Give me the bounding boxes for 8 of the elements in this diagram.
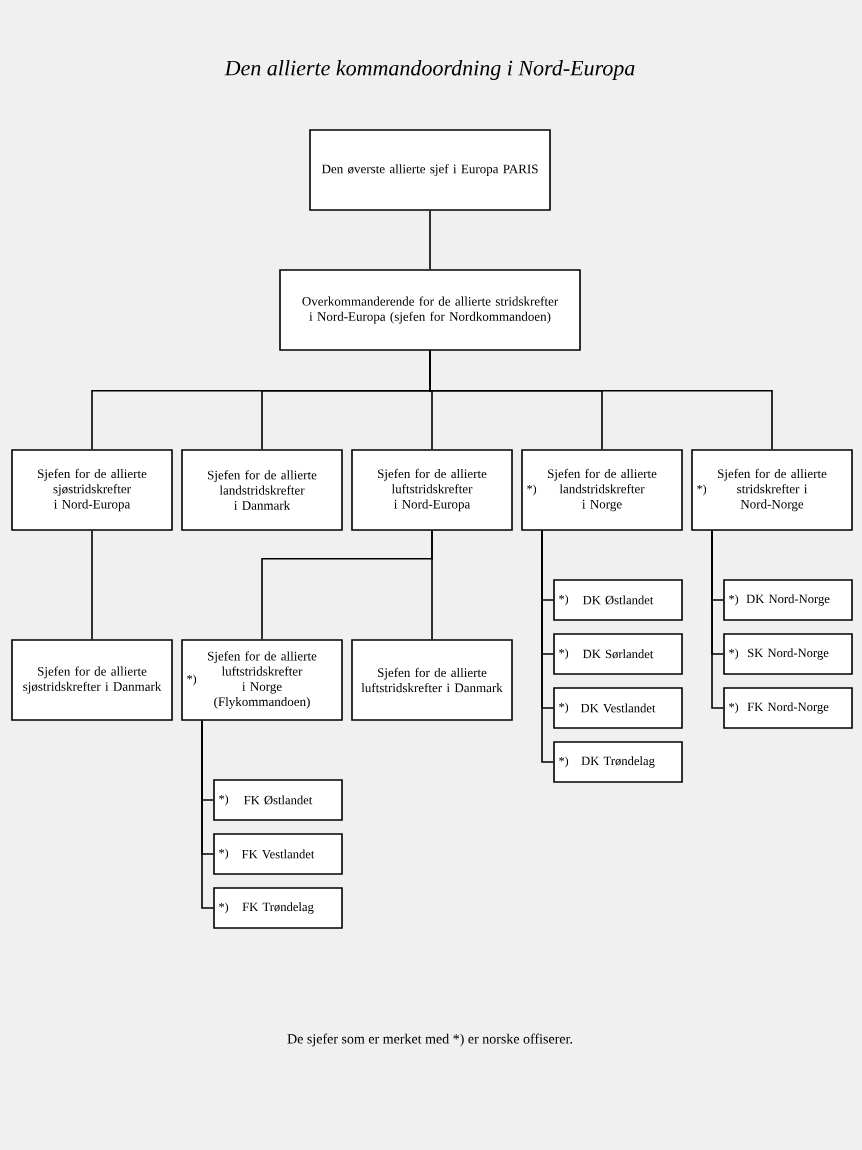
connector-line [91, 530, 93, 640]
connector-line [429, 210, 431, 270]
connector-line [541, 530, 554, 763]
connector-line [431, 530, 433, 640]
connector-line [429, 350, 773, 450]
connector-line [711, 530, 724, 709]
title: Den allierte kommandoordning i Nord-Europa [224, 60, 635, 80]
connector-line [201, 720, 214, 909]
